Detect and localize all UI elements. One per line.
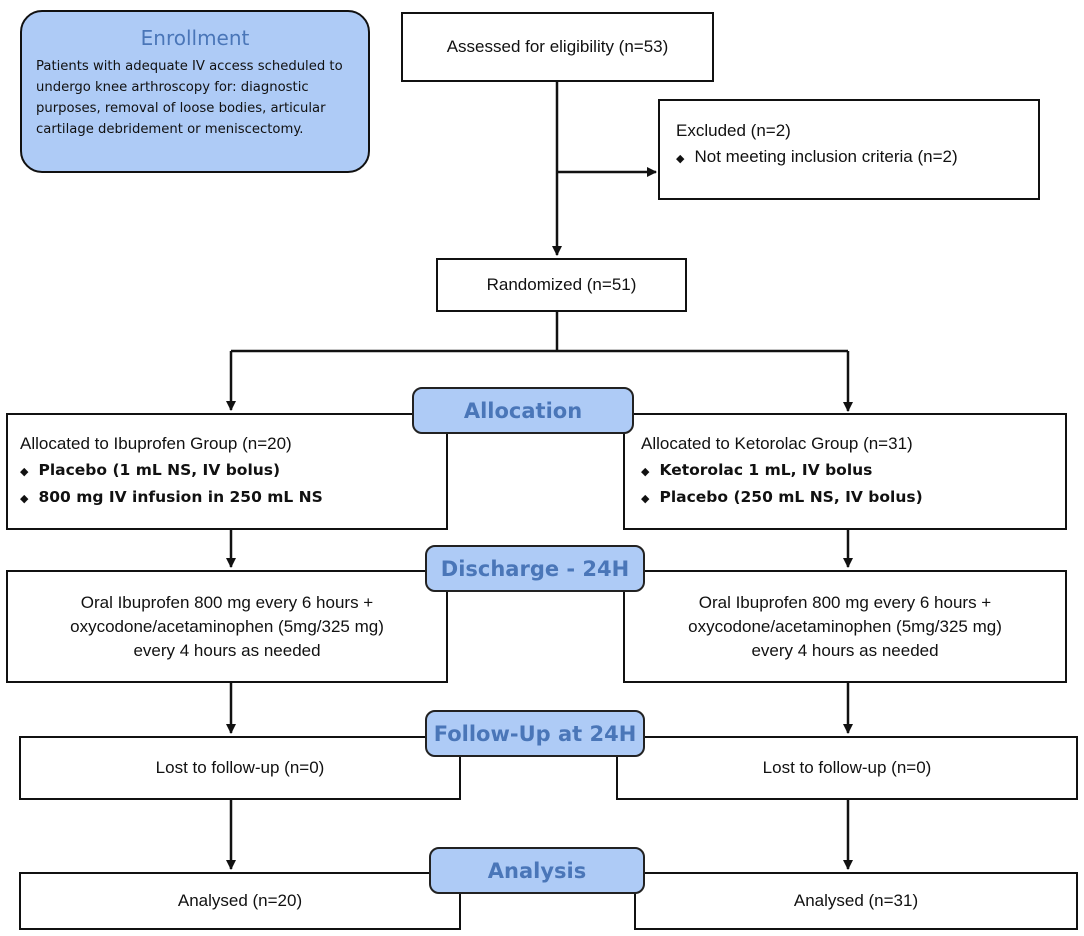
stage-analysis-label: Analysis (487, 858, 587, 883)
bullet-icon: ◆ (20, 465, 29, 478)
ketorolac-discharge-line: Oral Ibuprofen 800 mg every 6 hours + (698, 592, 992, 612)
ibuprofen-lost-box: Lost to follow-up (n=0) (19, 736, 461, 800)
randomized-box: Randomized (n=51) (436, 258, 687, 312)
stage-allocation: Allocation (412, 387, 634, 434)
ibuprofen-allocated-label: Allocated to Ibuprofen Group (n=20) (20, 434, 292, 453)
bullet-icon: ◆ (641, 465, 650, 478)
excluded-reason: Not meeting inclusion criteria (n=2) (694, 147, 958, 166)
stage-analysis: Analysis (429, 847, 645, 894)
ketorolac-allocation-box: Allocated to Ketorolac Group (n=31) ◆ Ket… (623, 413, 1067, 530)
excluded-box: Excluded (n=2) ◆ Not meeting inclusion cr… (658, 99, 1040, 200)
ibuprofen-analysed-box: Analysed (n=20) (19, 872, 461, 930)
ketorolac-item: Placebo (250 mL NS, IV bolus) (659, 488, 923, 506)
ketorolac-lost-box: Lost to follow-up (n=0) (616, 736, 1078, 800)
enrollment-description: Patients with adequate IV access schedul… (36, 59, 343, 137)
ibuprofen-analysed-label: Analysed (n=20) (177, 891, 303, 910)
ibuprofen-discharge-box: Oral Ibuprofen 800 mg every 6 hours + ox… (6, 570, 448, 683)
assessed-label: Assessed for eligibility (n=53) (446, 37, 669, 56)
ketorolac-analysed-box: Analysed (n=31) (634, 872, 1078, 930)
enrollment-title: Enrollment (140, 26, 250, 50)
ketorolac-allocated-label: Allocated to Ketorolac Group (n=31) (641, 434, 913, 453)
bullet-icon: ◆ (676, 153, 685, 165)
ibuprofen-item: Placebo (1 mL NS, IV bolus) (38, 461, 281, 479)
ibuprofen-discharge-line: Oral Ibuprofen 800 mg every 6 hours + (80, 592, 374, 612)
assessed-box: Assessed for eligibility (n=53) (401, 12, 714, 82)
stage-followup-label: Follow-Up at 24H (433, 721, 637, 746)
ibuprofen-lost-label: Lost to follow-up (n=0) (155, 758, 325, 777)
stage-allocation-label: Allocation (463, 398, 583, 423)
ketorolac-analysed-label: Analysed (n=31) (793, 891, 919, 910)
stage-discharge: Discharge - 24H (425, 545, 645, 592)
ketorolac-item: Ketorolac 1 mL, IV bolus (659, 461, 873, 479)
ibuprofen-allocation-box: Allocated to Ibuprofen Group (n=20) ◆ Pla… (6, 413, 448, 530)
stage-discharge-label: Discharge - 24H (440, 556, 630, 581)
stage-followup: Follow-Up at 24H (425, 710, 645, 757)
bullet-icon: ◆ (20, 492, 29, 505)
ibuprofen-discharge-line: oxycodone/acetaminophen (5mg/325 mg) (70, 616, 384, 636)
ketorolac-discharge-line: every 4 hours as needed (751, 640, 939, 660)
ketorolac-lost-label: Lost to follow-up (n=0) (762, 758, 932, 777)
randomized-label: Randomized (n=51) (486, 275, 637, 294)
ibuprofen-discharge-line: every 4 hours as needed (133, 640, 321, 660)
excluded-title: Excluded (n=2) (676, 121, 791, 140)
enrollment-box: Enrollment Patients with adequate IV acc… (20, 10, 370, 173)
ketorolac-discharge-box: Oral Ibuprofen 800 mg every 6 hours + ox… (623, 570, 1067, 683)
ibuprofen-item: 800 mg IV infusion in 250 mL NS (38, 488, 323, 506)
bullet-icon: ◆ (641, 492, 650, 505)
ketorolac-discharge-line: oxycodone/acetaminophen (5mg/325 mg) (688, 616, 1002, 636)
